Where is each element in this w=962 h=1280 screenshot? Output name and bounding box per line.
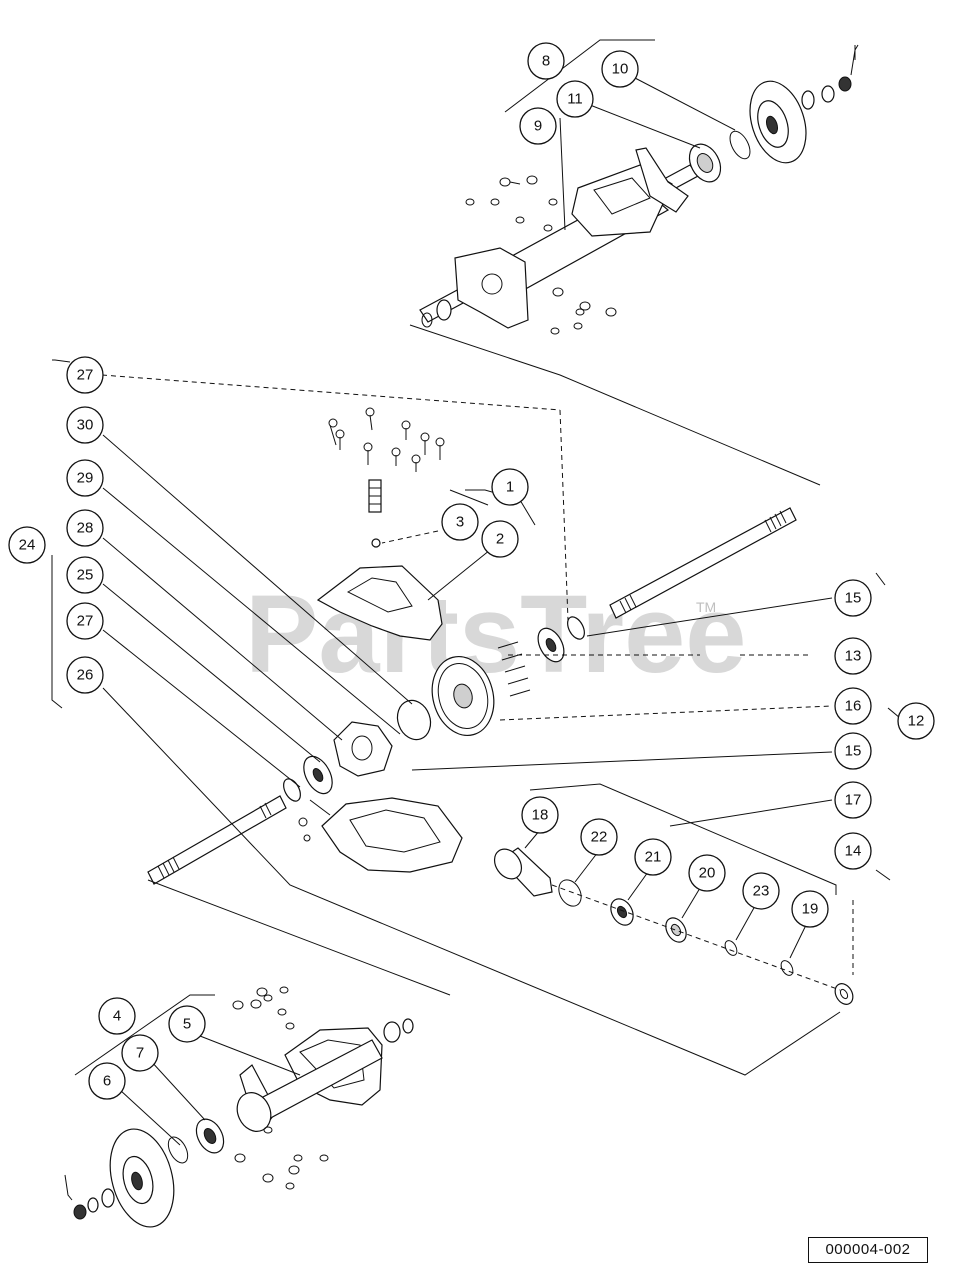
- callout-16: 16: [834, 687, 872, 725]
- svg-text:11: 11: [567, 91, 583, 108]
- svg-text:9: 9: [534, 118, 542, 135]
- svg-text:4: 4: [113, 1008, 121, 1025]
- callout-7: 7: [121, 1034, 159, 1072]
- callout-15-upper: 15: [834, 579, 872, 617]
- callout-18: 18: [521, 796, 559, 834]
- svg-text:5: 5: [183, 1016, 191, 1033]
- drawing-number-label: 000004-002: [808, 1237, 928, 1263]
- svg-text:13: 13: [845, 648, 862, 665]
- svg-text:10: 10: [612, 61, 629, 78]
- callout-4: 4: [98, 997, 136, 1035]
- callout-17: 17: [834, 781, 872, 819]
- callout-13: 13: [834, 637, 872, 675]
- svg-text:27: 27: [77, 613, 94, 630]
- svg-text:18: 18: [532, 807, 549, 824]
- callout-25: 25: [66, 556, 104, 594]
- svg-text:8: 8: [542, 53, 550, 70]
- callout-3: 3: [441, 503, 479, 541]
- bottom-axle-assembly: [64, 986, 414, 1228]
- svg-text:19: 19: [802, 901, 819, 918]
- callout-24: 24: [8, 526, 46, 564]
- callout-27-upper: 27: [66, 356, 104, 394]
- callout-27-lower: 27: [66, 602, 104, 640]
- svg-text:28: 28: [77, 520, 94, 537]
- svg-text:17: 17: [845, 792, 862, 809]
- svg-text:14: 14: [845, 843, 862, 860]
- svg-text:22: 22: [591, 829, 608, 846]
- callout-14: 14: [834, 832, 872, 870]
- callout-10: 10: [601, 50, 639, 88]
- callout-12: 12: [897, 702, 935, 740]
- callout-26: 26: [66, 656, 104, 694]
- callout-9: 9: [519, 107, 557, 145]
- callout-28: 28: [66, 509, 104, 547]
- watermark-trademark: TM: [696, 599, 716, 615]
- callout-20: 20: [688, 854, 726, 892]
- callout-2: 2: [481, 520, 519, 558]
- top-axle-assembly: [419, 39, 859, 335]
- svg-text:12: 12: [908, 713, 925, 730]
- svg-text:30: 30: [77, 417, 94, 434]
- callout-15-lower: 15: [834, 732, 872, 770]
- svg-text:23: 23: [753, 883, 770, 900]
- callout-5: 5: [168, 1005, 206, 1043]
- svg-text:15: 15: [845, 590, 862, 607]
- callout-22: 22: [580, 818, 618, 856]
- svg-text:3: 3: [456, 514, 464, 531]
- svg-text:16: 16: [845, 698, 862, 715]
- callout-23: 23: [742, 872, 780, 910]
- svg-text:1: 1: [506, 479, 514, 496]
- callout-6: 6: [88, 1062, 126, 1100]
- svg-text:6: 6: [103, 1073, 111, 1090]
- svg-text:29: 29: [77, 470, 94, 487]
- callout-11: 11: [556, 80, 594, 118]
- callout-1: 1: [491, 468, 529, 506]
- svg-text:2: 2: [496, 531, 504, 548]
- svg-text:15: 15: [845, 743, 862, 760]
- svg-text:26: 26: [77, 667, 94, 684]
- svg-text:24: 24: [19, 537, 36, 554]
- svg-text:25: 25: [77, 567, 94, 584]
- svg-text:20: 20: [699, 865, 716, 882]
- callout-29: 29: [66, 459, 104, 497]
- callout-8: 8: [527, 42, 565, 80]
- svg-text:27: 27: [77, 367, 94, 384]
- callout-19: 19: [791, 890, 829, 928]
- svg-text:7: 7: [136, 1045, 144, 1062]
- watermark-text: PartsTree: [245, 573, 746, 696]
- transmission-center: [147, 407, 854, 1005]
- callout-21: 21: [634, 838, 672, 876]
- svg-text:21: 21: [645, 849, 662, 866]
- callout-30: 30: [66, 406, 104, 444]
